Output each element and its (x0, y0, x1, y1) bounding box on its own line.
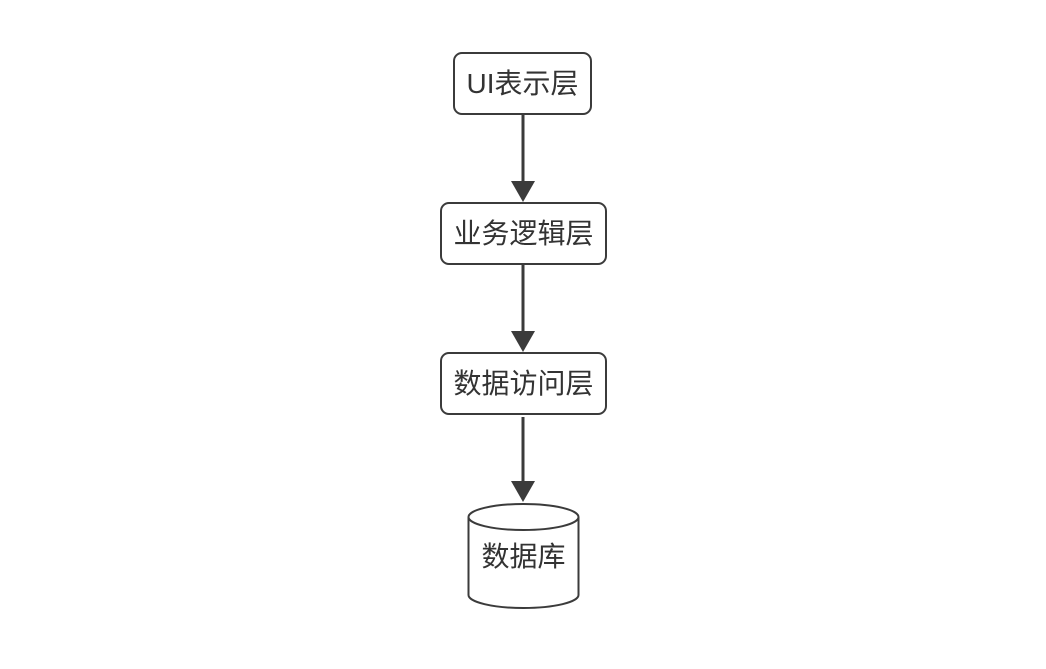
node-business-layer: 业务逻辑层 (440, 202, 607, 265)
node-business-layer-label: 业务逻辑层 (453, 217, 594, 249)
node-data-access-layer: 数据访问层 (440, 352, 607, 415)
node-ui-layer-label: UI表示层 (466, 67, 579, 99)
node-ui-layer: UI表示层 (453, 52, 592, 115)
database-cylinder-icon (467, 503, 580, 609)
node-database: 数据库 (467, 503, 580, 610)
node-database-label: 数据库 (481, 540, 566, 572)
arrow-ui-to-business-icon (511, 115, 535, 202)
arrow-business-to-dataaccess-icon (511, 265, 535, 352)
arrow-dataaccess-to-database-icon (511, 417, 535, 502)
node-data-access-layer-label: 数据访问层 (453, 367, 594, 399)
